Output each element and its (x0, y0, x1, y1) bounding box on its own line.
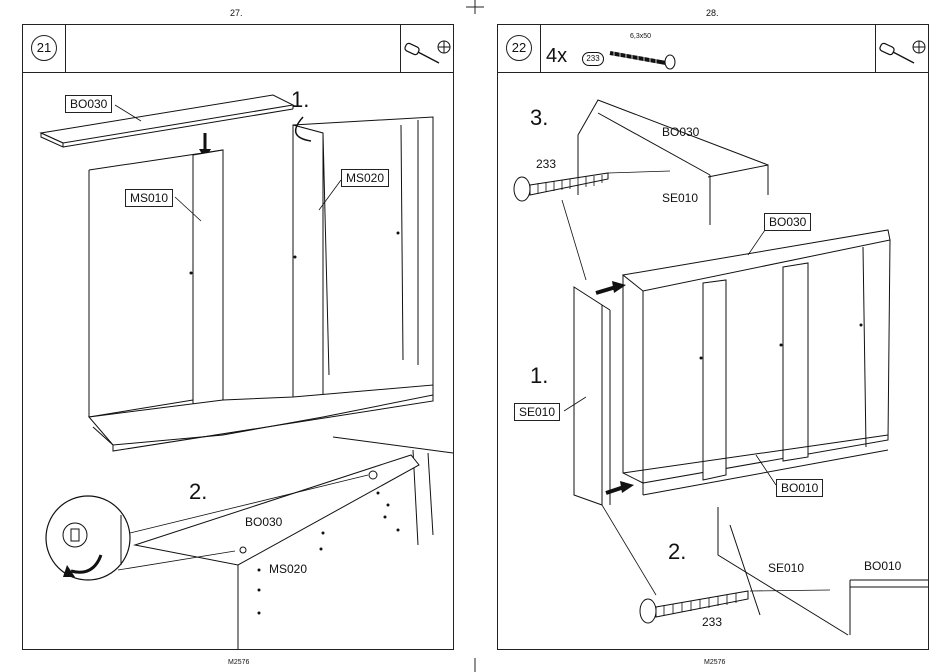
label-se010: SE010 (514, 403, 560, 421)
top-label-233: 233 (536, 157, 556, 171)
detail-label-bo010: BO010 (864, 559, 901, 573)
step-21-drawing (23, 25, 453, 649)
label-ms010: MS010 (125, 189, 173, 207)
substep-1: 1. (291, 87, 309, 113)
label-bo030: BO030 (65, 95, 112, 113)
detail-label-se010: SE010 (768, 561, 804, 575)
substep-2: 2. (668, 539, 686, 565)
label-bo030: BO030 (764, 213, 811, 231)
label-bo010: BO010 (776, 479, 823, 497)
substep-3: 3. (530, 105, 548, 131)
step-21-panel: 21 (22, 24, 454, 650)
top-label-se010: SE010 (662, 191, 698, 205)
substep-2: 2. (189, 479, 207, 505)
detail-label-ms020: MS020 (269, 562, 307, 576)
top-label-bo030: BO030 (662, 125, 699, 139)
detail-label-233: 233 (702, 615, 722, 629)
substep-1: 1. (530, 363, 548, 389)
step-22-drawing (498, 25, 928, 649)
detail-label-bo030: BO030 (245, 515, 282, 529)
step-22-panel: 22 4x 233 6,3x50 (497, 24, 929, 650)
label-ms020: MS020 (341, 169, 389, 187)
